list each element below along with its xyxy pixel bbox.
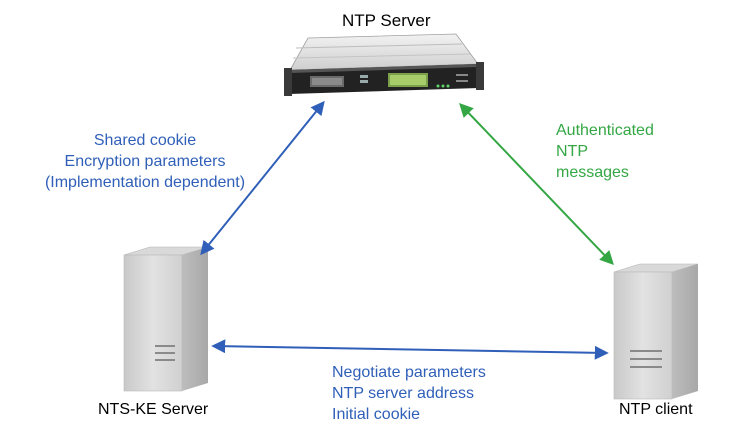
edge-label-line: Initial cookie (332, 406, 421, 423)
edge-label-line: Shared cookie (93, 132, 197, 149)
edge-label-ntske-ntp-server: Shared cookie Encryption parameters (Imp… (0, 130, 290, 193)
edge-label-line: NTP server address (332, 385, 474, 402)
edge-label-line: Authenticated (556, 122, 654, 139)
edge-label-ntp-server-client: Authenticated NTP messages (556, 120, 654, 183)
ntp-server-label: NTP Server (342, 11, 431, 30)
ntp-client-tower-icon (613, 263, 699, 400)
edge-label-ntske-client: Negotiate parameters NTP server address … (332, 362, 486, 425)
ntske-server-label: NTS-KE Server (98, 401, 209, 418)
edge-label-line: messages (556, 164, 629, 181)
edge-label-line: NTP (556, 143, 588, 160)
ntp-server-rack-icon (284, 33, 484, 96)
arrow-ntp-server-to-client (459, 102, 614, 266)
ntp-client-label: NTP client (619, 401, 693, 418)
edge-label-line: Encryption parameters (64, 153, 226, 170)
arrow-ntske-to-client (211, 339, 609, 360)
edge-label-line: Negotiate parameters (332, 364, 486, 381)
edge-label-line: (Implementation dependent) (44, 174, 246, 191)
arrow-ntske-to-ntp-server (200, 100, 325, 256)
ntske-server-tower-icon (123, 246, 209, 392)
